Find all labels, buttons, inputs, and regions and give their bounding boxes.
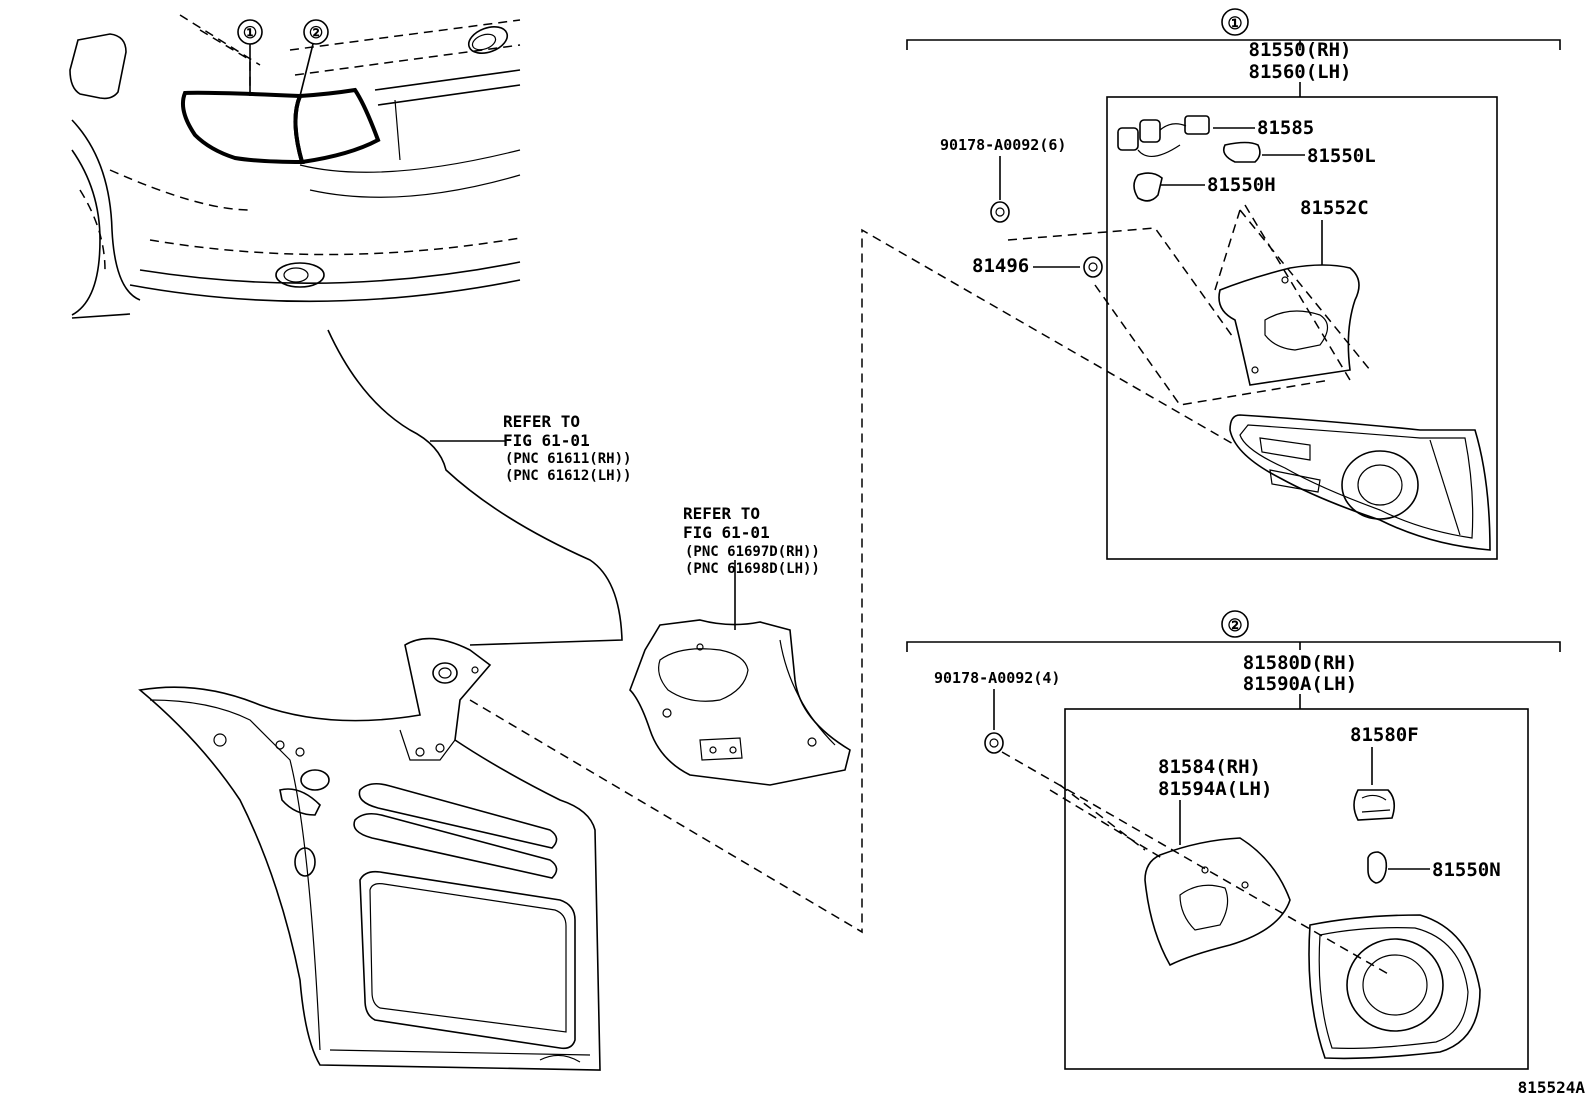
part-label-81585: 81585 (1257, 117, 1314, 139)
callout-2-vehicle: ② (303, 19, 329, 45)
svg-text:REFER TO: REFER TO (683, 504, 760, 523)
vehicle-rear-illustration (69, 14, 521, 319)
svg-text:①: ① (1227, 14, 1242, 34)
refer-block-quarter-panel: REFER TO FIG 61-01 (PNC 61611(RH)) (PNC … (503, 412, 631, 484)
svg-text:(PNC 61697D(RH)): (PNC 61697D(RH)) (685, 544, 820, 560)
svg-text:81560(LH): 81560(LH) (1249, 61, 1352, 83)
group-1-outer-lamp: ① 81550(RH) 81560(LH) 90178-A0092(6) 814… (906, 8, 1561, 560)
part-label-81552C: 81552C (1300, 197, 1369, 219)
quarter-panel-outline (327, 329, 623, 646)
part-label-81584-rh: 81584(RH) (1158, 756, 1261, 778)
part-label-nut-6: 90178-A0092(6) (940, 136, 1066, 154)
rear-combination-lamp-inner-outline (293, 87, 381, 165)
svg-text:REFER TO: REFER TO (503, 412, 580, 431)
svg-text:②: ② (1227, 616, 1242, 636)
svg-text:(PNC 61612(LH)): (PNC 61612(LH)) (505, 468, 631, 484)
inner-lamp-lens-illustration (1308, 914, 1481, 1060)
part-label-nut-4: 90178-A0092(4) (934, 669, 1060, 687)
part-label-81550L: 81550L (1307, 145, 1376, 167)
refer-block-inner-panel: REFER TO FIG 61-01 (PNC 61697D(RH)) (PNC… (683, 504, 820, 577)
svg-text:81550(RH): 81550(RH) (1249, 39, 1352, 61)
callout-1-vehicle: ① (237, 19, 263, 45)
part-label-81594A-lh: 81594A(LH) (1158, 778, 1272, 800)
rear-combination-lamp-outer-outline (181, 90, 305, 165)
part-label-81550N: 81550N (1432, 859, 1501, 881)
quarter-inner-panel-illustration (138, 637, 601, 1071)
svg-text:②: ② (309, 23, 323, 42)
svg-text:81590A(LH): 81590A(LH) (1243, 673, 1357, 695)
svg-text:FIG 61-01: FIG 61-01 (503, 431, 590, 450)
illustration-id: 815524A (1518, 1078, 1586, 1097)
svg-text:(PNC 61698D(LH)): (PNC 61698D(LH)) (685, 561, 820, 577)
outer-lamp-lens-illustration (1229, 414, 1491, 551)
socket-wire-illustration (1117, 115, 1210, 157)
group-2-inner-lamp: ② 81580D(RH) 81590A(LH) 90178-A0092(4) 8… (906, 610, 1561, 1070)
svg-text:81580D(RH): 81580D(RH) (1243, 652, 1357, 674)
svg-text:(PNC 61611(RH)): (PNC 61611(RH)) (505, 451, 631, 467)
svg-text:FIG 61-01: FIG 61-01 (683, 523, 770, 542)
svg-text:①: ① (243, 23, 257, 42)
part-label-81496: 81496 (972, 255, 1029, 277)
part-label-81580F: 81580F (1350, 724, 1419, 746)
part-label-81550H: 81550H (1207, 174, 1276, 196)
lamp-mounting-panel-illustration (629, 619, 851, 786)
